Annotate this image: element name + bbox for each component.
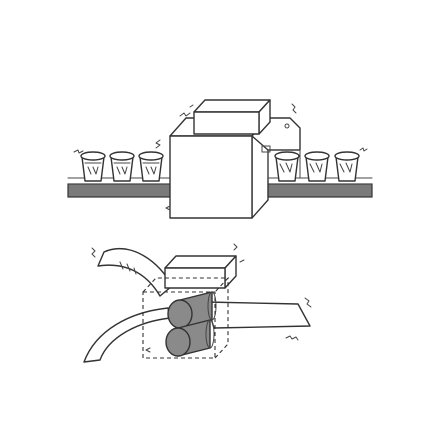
heat-press-block bbox=[193, 99, 271, 135]
cups-before-sealing bbox=[80, 151, 164, 182]
cup bbox=[304, 151, 330, 182]
cup bbox=[334, 151, 360, 182]
cup bbox=[138, 151, 164, 182]
press-rollers bbox=[165, 291, 217, 357]
cups-after-sealing bbox=[274, 151, 360, 182]
roller-bottom bbox=[165, 319, 215, 357]
heat-press-block bbox=[164, 255, 237, 289]
sealing-machine bbox=[169, 117, 301, 219]
cup bbox=[274, 151, 300, 182]
cup bbox=[80, 151, 106, 182]
cup bbox=[109, 151, 135, 182]
roller-frame bbox=[142, 277, 230, 359]
vibration-marks bbox=[91, 243, 312, 353]
vibration-marks bbox=[73, 103, 368, 211]
